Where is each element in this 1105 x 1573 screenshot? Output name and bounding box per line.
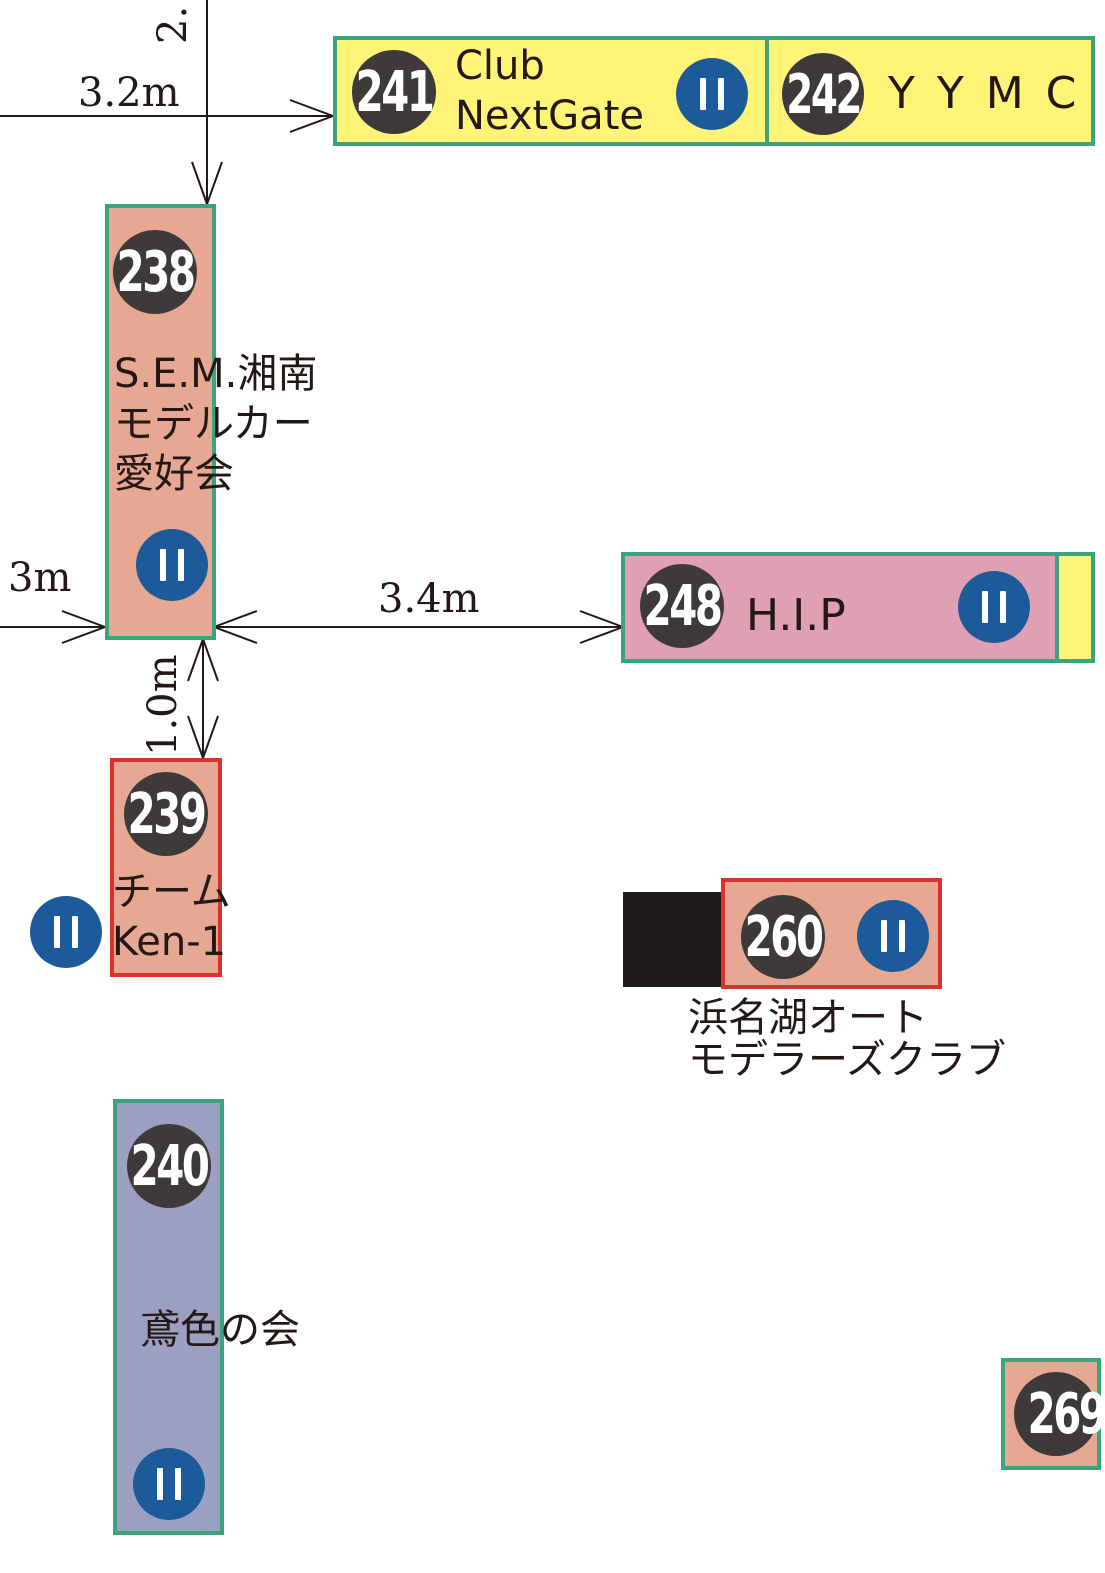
- power-outlet-icon: [136, 529, 208, 601]
- booth-neighbor-right[interactable]: [1055, 552, 1095, 663]
- power-outlet-icon: [857, 900, 929, 972]
- booth-number-badge-260: 260: [741, 895, 825, 979]
- booth-number-badge-239: 239: [124, 772, 208, 856]
- booth-number-badge-238: 238: [113, 230, 197, 314]
- booth-238-name-line3: 愛好会: [114, 451, 234, 497]
- booth-241-name-line2: NextGate: [455, 93, 644, 139]
- booth-number-badge-242: 242: [782, 53, 864, 135]
- dimension-label-3-2m: 3.2m: [78, 70, 180, 116]
- power-outlet-icon: [958, 571, 1030, 643]
- booth-number-badge-241: 241: [352, 50, 436, 134]
- booth-238-name-line2: モデルカー: [114, 401, 313, 447]
- booth-241-name-line1: Club: [455, 43, 545, 89]
- obstacle-block: [623, 892, 721, 987]
- booth-number-badge-240: 240: [127, 1124, 211, 1208]
- power-outlet-icon: [676, 58, 748, 130]
- booth-238-name-line1: S.E.M.湘南: [114, 351, 318, 397]
- booth-260-name-line2: モデラーズクラブ: [688, 1037, 1006, 1083]
- dimension-label-1-0m: 1.0m: [140, 654, 186, 756]
- booth-239-name-line2: Ken-1: [112, 919, 227, 965]
- power-outlet-icon: [30, 896, 102, 968]
- booth-239-name-line1: チーム: [112, 869, 231, 915]
- booth-number-badge-248: 248: [640, 564, 724, 648]
- dimension-label-3-4m: 3.4m: [378, 576, 480, 622]
- booth-number-badge-269: 269: [1014, 1372, 1105, 1456]
- dimension-label-top-fragment: 2.: [150, 5, 196, 44]
- dimension-label-3m: 3m: [8, 555, 72, 601]
- booth-248-name: H.I.P: [746, 590, 846, 641]
- booth-242-name: Y Y M C: [888, 68, 1081, 119]
- booth-260-name-line1: 浜名湖オート: [688, 995, 928, 1041]
- power-outlet-icon: [133, 1448, 205, 1520]
- booth-240-name: 鳶色の会: [140, 1307, 300, 1353]
